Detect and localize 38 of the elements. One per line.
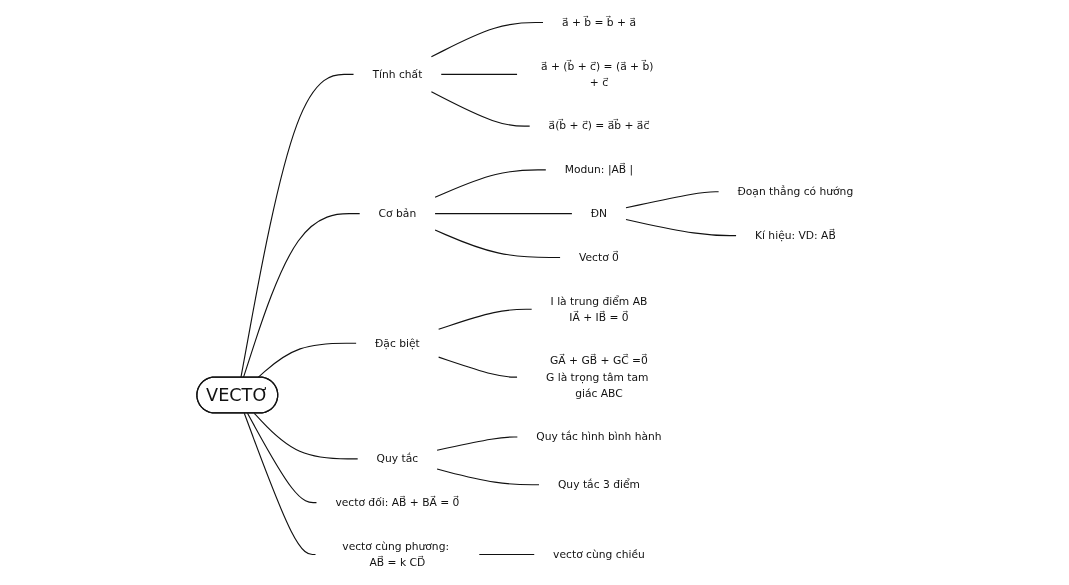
connector: [625, 219, 737, 237]
connector: [436, 468, 540, 486]
node-text: a⃗(b⃗ + c⃗) = a⃗b⃗ + a⃗c⃗: [548, 119, 650, 132]
connector: [434, 229, 561, 259]
connector: [430, 91, 531, 127]
connector: [436, 436, 518, 451]
connector: [434, 169, 547, 198]
node-text: Quy tắc hình bình hành: [536, 430, 662, 443]
node-text: Vectơ 0⃗: [578, 250, 619, 264]
connector: [478, 553, 535, 555]
node-text: I là trung điểm AB IA⃗ + IB⃗ = 0⃗: [550, 294, 648, 324]
node-text: Quy tắc: [376, 452, 419, 465]
connector: [242, 213, 361, 378]
connector: [243, 412, 317, 555]
connector: [246, 412, 318, 504]
connector: [240, 73, 355, 378]
connector: [430, 21, 544, 58]
connector: [257, 342, 357, 378]
connector: [253, 412, 359, 460]
node-text: a⃗ + (b⃗ + c⃗) = (a⃗ + b⃗) + c⃗: [541, 59, 654, 89]
connector: [440, 73, 518, 75]
node-text: Quy tắc 3 điểm: [557, 478, 640, 491]
node-text: GA⃗ + GB⃗ + GC⃗ =0⃗ G là trọng tâm tam giác ABC: [545, 354, 649, 400]
node-text: Tính chất: [372, 67, 423, 81]
node-text: Đoạn thẳng có hướng: [737, 185, 854, 198]
node-text: Modun: |AB⃗ |: [564, 163, 634, 176]
node-text: ĐN: [590, 206, 608, 220]
node-text: Cơ bản: [378, 206, 417, 220]
connector: [438, 308, 533, 330]
node-text: Kí hiệu: VD: AB⃗: [754, 228, 836, 242]
node-text: a⃗ + b⃗ = b⃗ + a⃗: [561, 15, 636, 29]
node-text: vectơ cùng chiều: [553, 547, 645, 561]
connector: [438, 356, 518, 378]
node-text: Đặc biệt: [375, 336, 420, 350]
connector: [434, 213, 573, 215]
node-text: vectơ đối: AB⃗ + BA⃗ = 0⃗: [335, 495, 460, 509]
connector: [625, 191, 720, 209]
node-text: vectơ cùng phương: AB⃗ = k CD⃗: [342, 539, 450, 569]
